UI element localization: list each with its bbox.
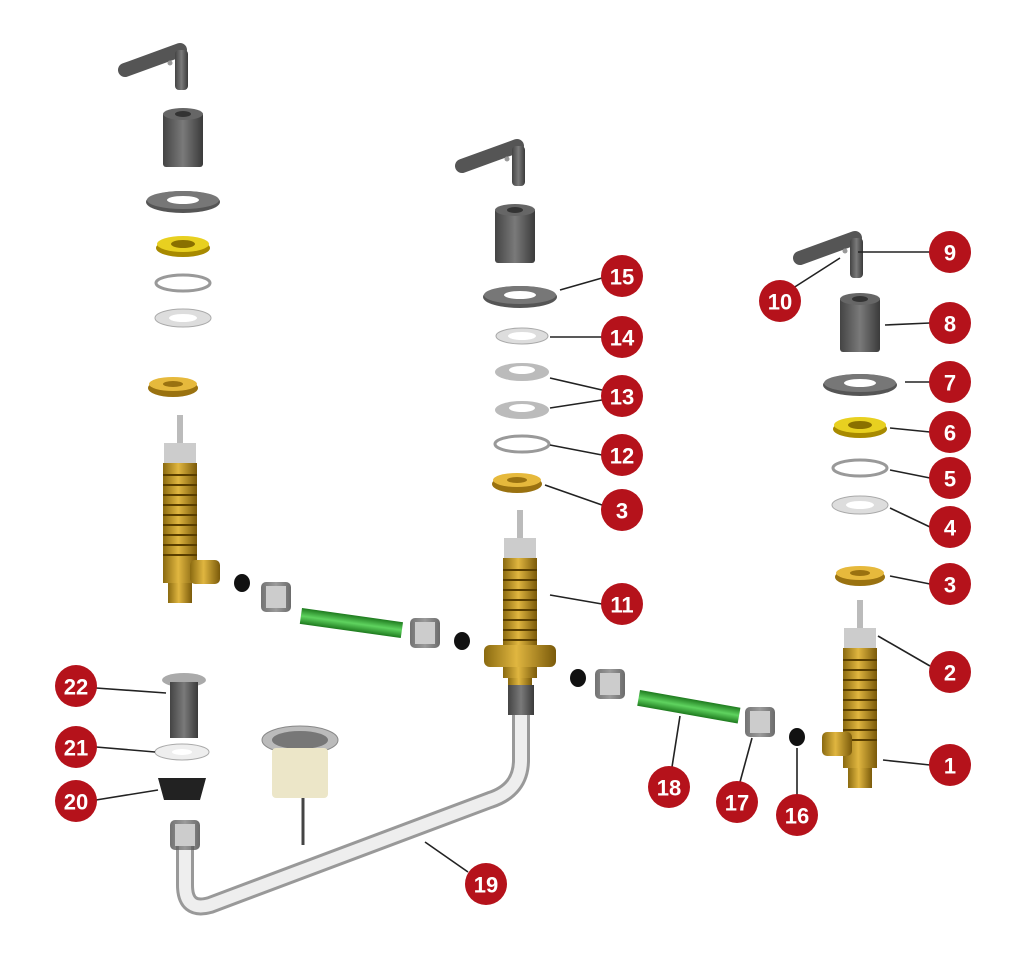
callout-9: 9 <box>929 231 971 273</box>
callout-badges: 9 10 8 7 6 5 4 3 2 1 15 14 13 12 3 11 18… <box>55 231 971 905</box>
callout-14: 14 <box>601 316 643 358</box>
callout-20: 20 <box>55 780 97 822</box>
callout-number: 3 <box>616 499 628 524</box>
callout-number: 10 <box>768 290 792 315</box>
callout-number: 4 <box>944 516 957 541</box>
callout-number: 13 <box>610 385 634 410</box>
middle-valve-assembly <box>170 146 805 916</box>
callout-number: 1 <box>944 754 956 779</box>
callout-number: 9 <box>944 241 956 266</box>
callout-17: 17 <box>716 781 758 823</box>
callout-number: 14 <box>610 326 635 351</box>
callout-number: 20 <box>64 790 88 815</box>
callout-number: 12 <box>610 444 634 469</box>
leader-lines <box>95 251 931 873</box>
callout-8: 8 <box>929 302 971 344</box>
callout-4: 4 <box>929 506 971 548</box>
callout-6: 6 <box>929 411 971 453</box>
callout-number: 16 <box>785 804 809 829</box>
left-valve-assembly <box>125 50 470 650</box>
callout-number: 22 <box>64 675 88 700</box>
callout-3-right: 3 <box>929 563 971 605</box>
callout-number: 6 <box>944 421 956 446</box>
callout-15: 15 <box>601 255 643 297</box>
callout-18: 18 <box>648 766 690 808</box>
callout-12: 12 <box>601 434 643 476</box>
callout-number: 11 <box>610 593 633 618</box>
callout-number: 7 <box>944 371 956 396</box>
callout-13: 13 <box>601 375 643 417</box>
callout-number: 3 <box>944 573 956 598</box>
callout-21: 21 <box>55 726 97 768</box>
callout-number: 19 <box>474 873 498 898</box>
callout-7: 7 <box>929 361 971 403</box>
callout-22: 22 <box>55 665 97 707</box>
callout-1: 1 <box>929 744 971 786</box>
callout-3-middle: 3 <box>601 489 643 531</box>
callout-number: 18 <box>657 776 681 801</box>
callout-11: 11 <box>601 583 643 625</box>
right-valve-assembly <box>800 238 897 789</box>
callout-number: 2 <box>944 661 956 686</box>
callout-number: 21 <box>64 736 88 761</box>
callout-number: 8 <box>944 312 956 337</box>
drain-assembly <box>154 673 339 845</box>
callout-5: 5 <box>929 457 971 499</box>
callout-19: 19 <box>465 863 507 905</box>
callout-16: 16 <box>776 794 818 836</box>
callout-number: 5 <box>944 467 956 492</box>
callout-number: 15 <box>610 265 634 290</box>
callout-2: 2 <box>929 651 971 693</box>
callout-10: 10 <box>759 280 801 322</box>
callout-number: 17 <box>725 791 749 816</box>
